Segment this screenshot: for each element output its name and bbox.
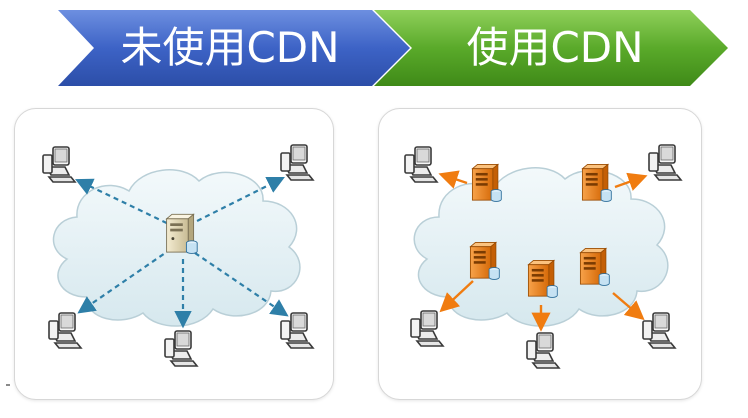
connection-line — [188, 177, 285, 226]
client-computer-icon — [526, 332, 560, 369]
client-computer-icon — [164, 330, 198, 367]
client-computer-icon — [280, 312, 314, 349]
client-computer-icon — [42, 146, 76, 183]
connection-line — [439, 280, 474, 313]
corner-mark — [6, 384, 10, 386]
connection-line — [614, 172, 648, 191]
edge-server-icon — [471, 164, 502, 202]
edge-server-icon — [579, 248, 610, 286]
origin-server-icon — [166, 213, 198, 254]
client-computer-icon — [280, 144, 314, 181]
banner-label-with-cdn: 使用CDN — [466, 23, 644, 72]
edge-server-icon — [527, 260, 558, 298]
client-computer-icon — [642, 312, 676, 349]
edge-server-icon — [469, 242, 500, 280]
connection-line — [612, 292, 645, 321]
panel-with-cdn — [378, 108, 702, 400]
client-computer-icon — [648, 144, 682, 181]
connection-line — [77, 248, 172, 314]
connection-line — [194, 252, 289, 317]
client-computer-icon — [410, 310, 444, 347]
banner-arrow-left — [58, 10, 410, 86]
edge-server-icon — [581, 164, 612, 202]
network-cloud — [413, 167, 669, 327]
comparison-banner — [58, 10, 728, 86]
client-computer-icon — [404, 146, 438, 183]
connection-line — [438, 170, 468, 189]
banner-label-without-cdn: 未使用CDN — [120, 23, 340, 72]
panel-without-cdn — [14, 108, 334, 400]
client-computer-icon — [48, 312, 82, 349]
banner-arrow-right — [374, 10, 728, 86]
